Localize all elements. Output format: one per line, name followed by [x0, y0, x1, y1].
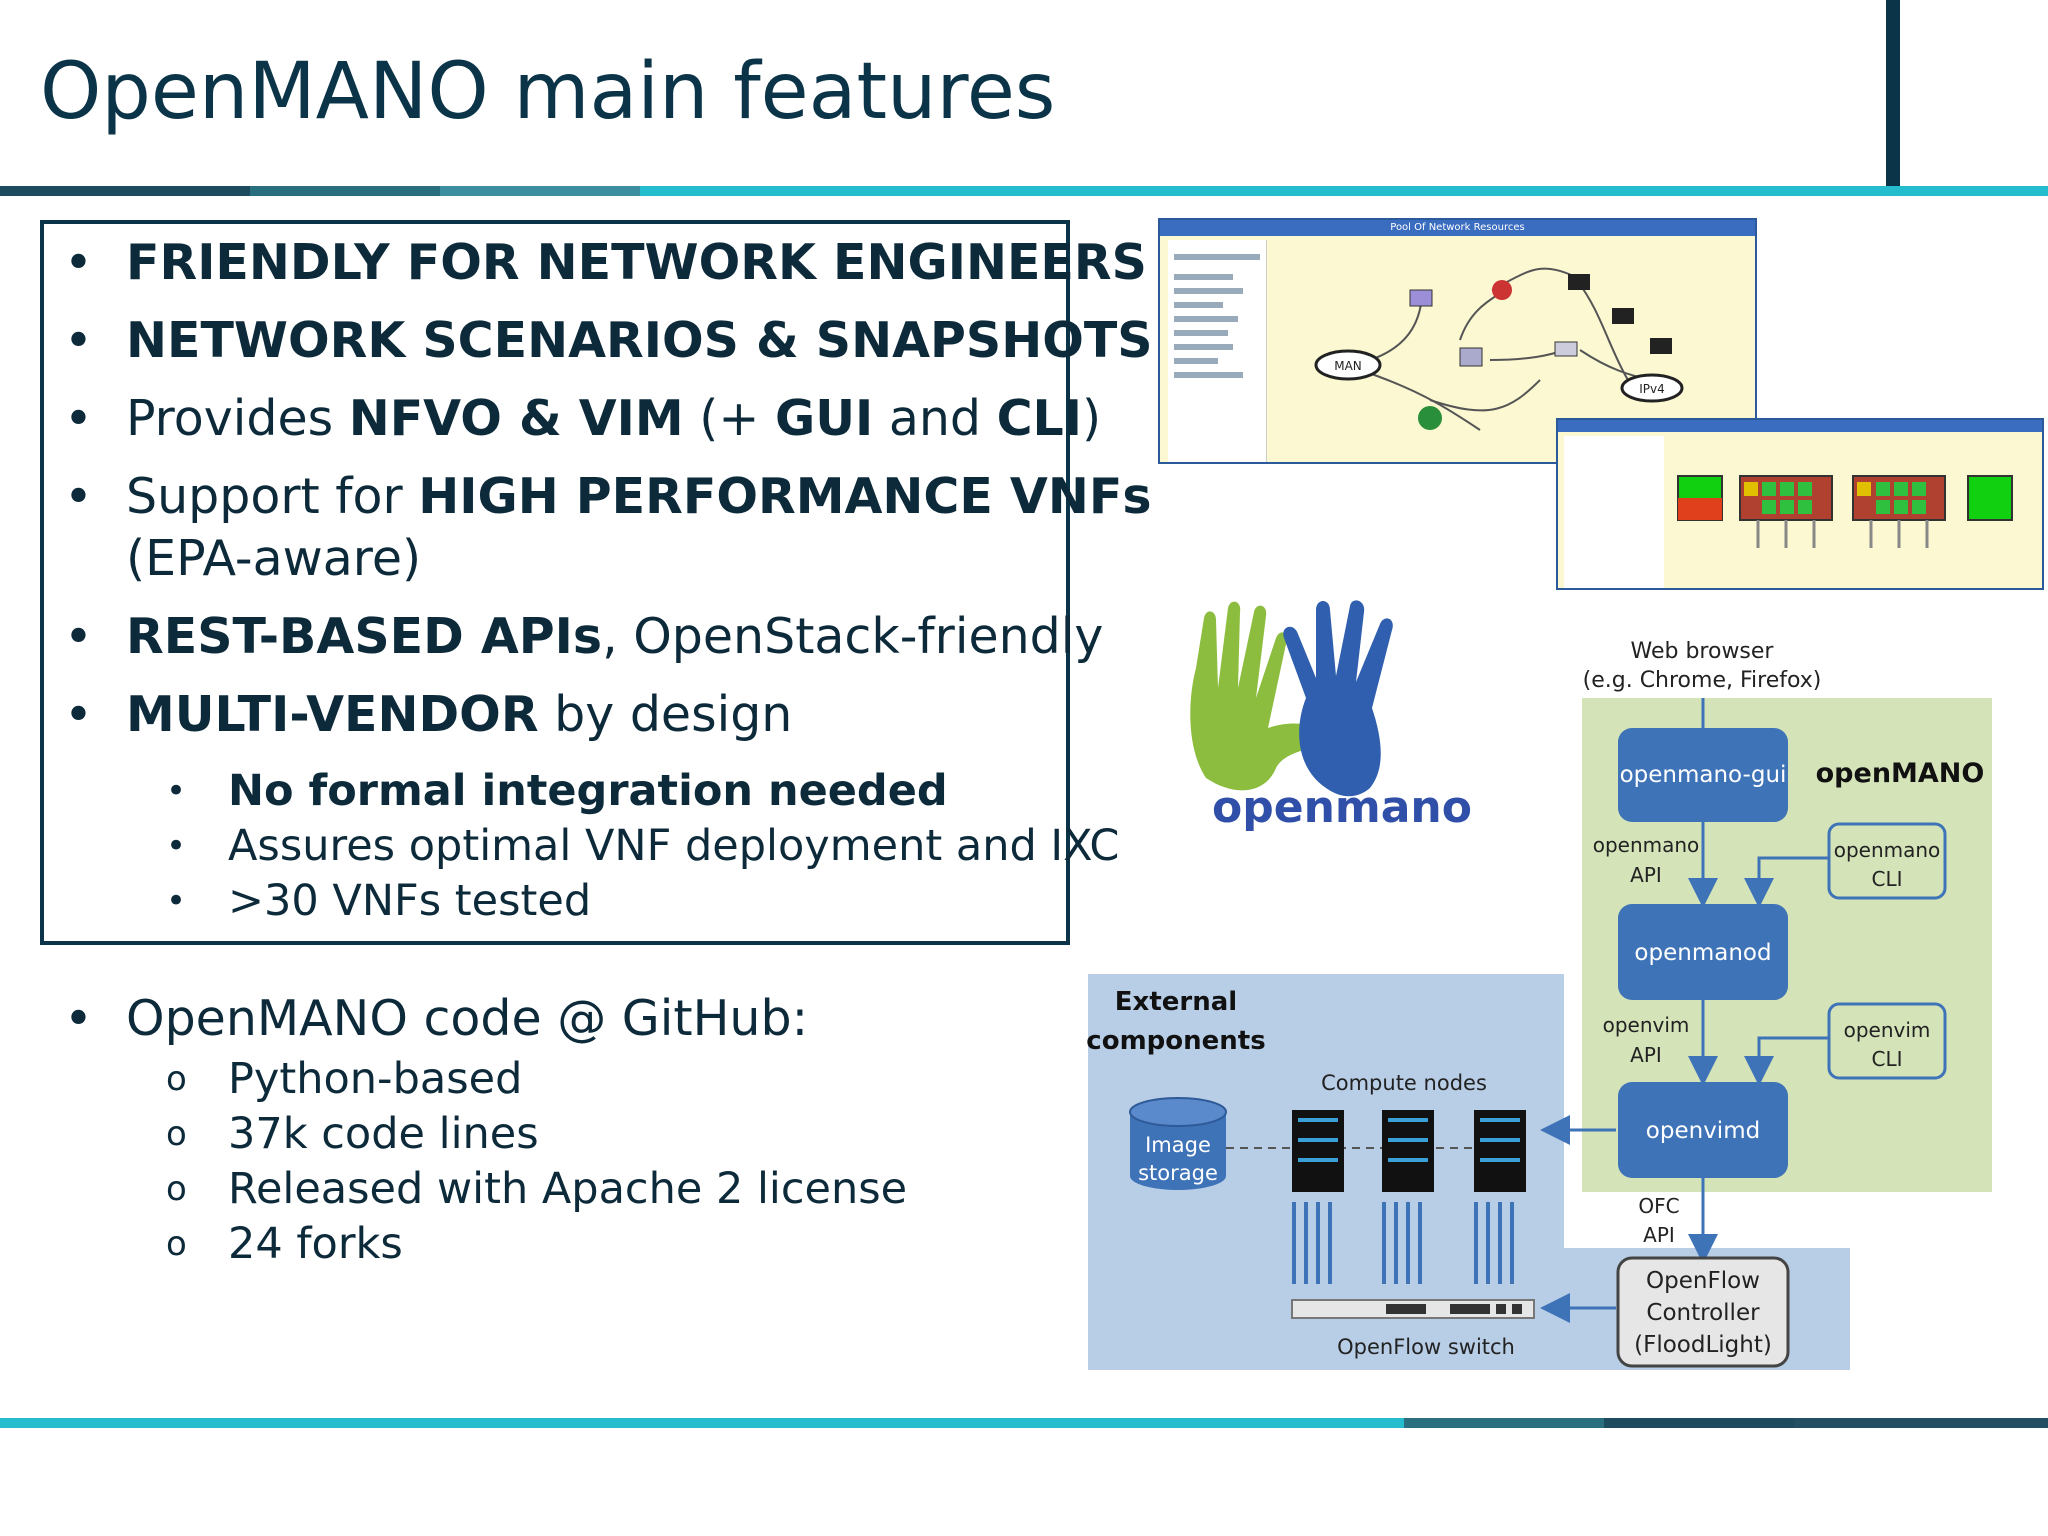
openmano-api-label: API [1630, 863, 1662, 887]
feature-item-4: •Support for HIGH PERFORMANCE VNFs [64, 468, 1152, 525]
openvimd-node [1618, 1082, 1788, 1178]
svg-text:openmano-gui: openmano-gui [1620, 762, 1787, 788]
gui-screenshot-physical [1556, 418, 2044, 590]
hands-icon [1190, 600, 1393, 797]
gui-sidebar [1168, 240, 1267, 462]
feature-box [40, 220, 1070, 945]
ofc-api-label: OFC [1638, 1194, 1679, 1218]
server-icon [1292, 1110, 1344, 1192]
title-accent-bar [1886, 0, 1900, 186]
openmano-panel-label: openMANO [1816, 758, 1985, 789]
gui-physical-racks [1677, 475, 2013, 548]
openvim-api-label: openvim [1603, 1013, 1690, 1037]
svg-text:openmano: openmano [1834, 838, 1941, 862]
svg-text:openvimd: openvimd [1646, 1118, 1760, 1144]
bottom-stripe [0, 1418, 2048, 1428]
logo-text: openmano [1212, 782, 1472, 833]
web-browser-label: Web browser [1631, 639, 1775, 664]
gui-physical-sidebar [1564, 436, 1664, 588]
openvim-api-label: API [1630, 1043, 1662, 1067]
architecture-diagram: Web browser (e.g. Chrome, Firefox) openM… [1086, 628, 2046, 1373]
openflow-switch-icon [1291, 1299, 1535, 1319]
external-components-label: External [1115, 987, 1237, 1017]
top-stripe [0, 186, 2048, 196]
external-components-label: components [1086, 1026, 1265, 1056]
openflow-switch-label: OpenFlow switch [1337, 1335, 1515, 1359]
svg-text:CLI: CLI [1871, 1047, 1902, 1071]
gui-topology: MAN IPv4 [1314, 267, 1684, 431]
openmano-gui-node [1618, 728, 1788, 822]
svg-text:openvim: openvim [1844, 1018, 1931, 1042]
openmano-logo: openmano [1176, 598, 1476, 838]
feature-item-4-line2: (EPA-aware) [126, 530, 422, 587]
svg-text:Controller: Controller [1646, 1300, 1760, 1326]
feature-subitem-3: •>30 VNFs tested [166, 876, 592, 926]
feature-subitem-2: •Assures optimal VNF deployment and IXC [166, 821, 1120, 871]
server-icon [1382, 1110, 1434, 1192]
svg-text:OpenFlow: OpenFlow [1646, 1268, 1760, 1294]
feature-item-6: •MULTI-VENDOR by design [64, 686, 793, 743]
openmano-api-label: openmano [1593, 833, 1700, 857]
svg-text:Image: Image [1145, 1133, 1211, 1157]
gui-title-bar: Pool Of Network Resources [1160, 220, 1755, 236]
web-browser-sublabel: (e.g. Chrome, Firefox) [1583, 668, 1822, 693]
gui-node-ipv4: IPv4 [1639, 382, 1665, 396]
feature-subitem-1: •No formal integration needed [166, 766, 948, 816]
image-storage-icon [1129, 1097, 1227, 1190]
gui-node-man: MAN [1334, 359, 1362, 373]
github-heading: •OpenMANO code @ GitHub: [64, 990, 809, 1047]
slide-title: OpenMANO main features [40, 47, 1056, 137]
svg-text:storage: storage [1138, 1161, 1218, 1185]
openmanod-node [1618, 904, 1788, 1000]
ofc-api-label: API [1643, 1223, 1675, 1247]
feature-item-2: •NETWORK SCENARIOS & SNAPSHOTS [64, 312, 1153, 369]
svg-text:openmanod: openmanod [1634, 940, 1771, 966]
openmano-cli-node [1827, 822, 1947, 900]
compute-nodes-label: Compute nodes [1321, 1071, 1487, 1095]
feature-item-1: •FRIENDLY FOR NETWORK ENGINEERS [64, 234, 1147, 291]
feature-item-5: •REST-BASED APIs, OpenStack-friendly [64, 608, 1104, 665]
gui-physical-title-bar [1558, 420, 2042, 432]
svg-text:(FloodLight): (FloodLight) [1634, 1332, 1772, 1358]
server-icon [1474, 1110, 1526, 1192]
openflow-controller-node [1616, 1256, 1790, 1368]
openvim-cli-node [1827, 1002, 1947, 1080]
svg-text:CLI: CLI [1871, 867, 1902, 891]
feature-item-3: •Provides NFVO & VIM (+ GUI and CLI) [64, 390, 1102, 447]
